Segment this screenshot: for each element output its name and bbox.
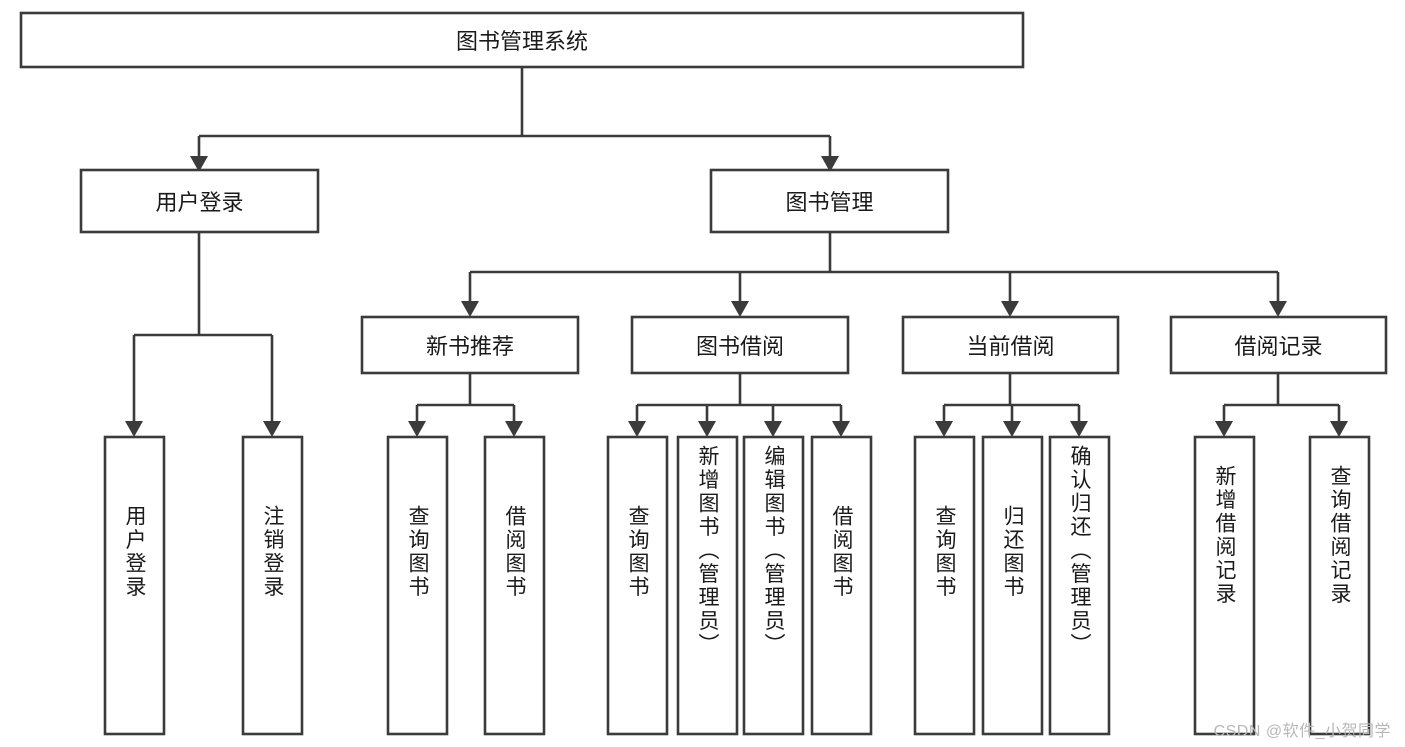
arrow-bb-leaf-1 bbox=[628, 421, 646, 437]
node-box-leaf-borrow-record-1[interactable] bbox=[1308, 435, 1371, 736]
arrow-user-login-leaf-1 bbox=[125, 421, 143, 437]
node-box-leaf-new-book-1[interactable] bbox=[483, 435, 546, 736]
arrow-br-leaf-2 bbox=[1330, 421, 1348, 437]
node-box-leaf-new-book-0[interactable] bbox=[386, 435, 449, 736]
arrow-bm-to-borrow-record bbox=[1269, 301, 1287, 317]
connector-group-new-book bbox=[408, 373, 523, 437]
node-box-leaf-user-login-1[interactable] bbox=[241, 435, 304, 736]
node-box-book-borrow[interactable] bbox=[630, 315, 850, 375]
arrow-nb-leaf-2 bbox=[505, 421, 523, 437]
node-box-leaf-current-borrow-2[interactable] bbox=[1048, 435, 1111, 736]
arrow-bb-leaf-2 bbox=[698, 421, 716, 437]
arrow-bm-to-current-borrow bbox=[1001, 301, 1019, 317]
watermark: CSDN @软件_小贺同学 bbox=[1213, 723, 1391, 740]
connector-group-borrow-record bbox=[1215, 373, 1348, 437]
node-box-leaf-book-borrow-2[interactable] bbox=[742, 435, 805, 736]
node-box-root[interactable] bbox=[19, 11, 1025, 69]
node-box-leaf-borrow-record-0[interactable] bbox=[1193, 435, 1256, 736]
connector-group-root bbox=[190, 67, 839, 172]
arrow-nb-leaf-1 bbox=[408, 421, 426, 437]
node-box-borrow-record[interactable] bbox=[1169, 315, 1388, 375]
node-box-leaf-current-borrow-1[interactable] bbox=[981, 435, 1044, 736]
arrow-bm-to-new-book bbox=[461, 301, 479, 317]
arrow-cb-leaf-2 bbox=[1003, 421, 1021, 437]
connector-group-user-login bbox=[125, 232, 281, 437]
node-box-current-borrow[interactable] bbox=[901, 315, 1120, 375]
node-box-user-login[interactable] bbox=[79, 168, 320, 234]
arrow-root-to-book-manage bbox=[821, 156, 839, 172]
node-box-leaf-user-login-0[interactable] bbox=[103, 435, 166, 736]
node-box-book-manage[interactable] bbox=[709, 168, 950, 234]
arrow-bm-to-book-borrow bbox=[731, 301, 749, 317]
node-box-leaf-book-borrow-3[interactable] bbox=[810, 435, 873, 736]
arrow-br-leaf-1 bbox=[1215, 421, 1233, 437]
node-box-leaf-current-borrow-0[interactable] bbox=[913, 435, 976, 736]
node-box-leaf-book-borrow-0[interactable] bbox=[606, 435, 669, 736]
arrow-user-login-leaf-2 bbox=[263, 421, 281, 437]
arrow-bb-leaf-3 bbox=[764, 421, 782, 437]
arrow-cb-leaf-1 bbox=[935, 421, 953, 437]
node-box-leaf-book-borrow-1[interactable] bbox=[676, 435, 739, 736]
arrow-root-to-user-login bbox=[190, 156, 208, 172]
node-box-new-book-recommend[interactable] bbox=[360, 315, 580, 375]
connector-group-current-borrow bbox=[935, 373, 1088, 437]
arrow-bb-leaf-4 bbox=[832, 421, 850, 437]
connector-group-book-manage bbox=[461, 232, 1287, 317]
connector-group-book-borrow bbox=[628, 373, 850, 437]
arrow-cb-leaf-3 bbox=[1070, 421, 1088, 437]
